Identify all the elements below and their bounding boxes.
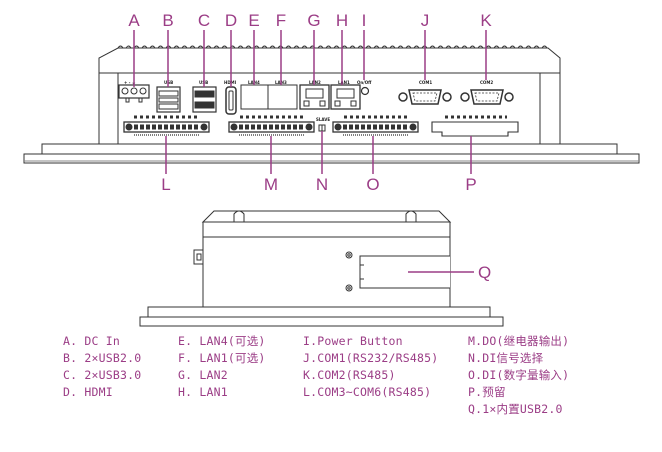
di-input-terminal	[332, 115, 419, 136]
legend-item-i: I.Power Button	[303, 334, 403, 348]
callout-k: K	[480, 11, 492, 30]
di-select-switch	[318, 124, 326, 132]
legend-column-3: I.Power Button J.COM1(RS232/RS485) K.COM…	[303, 333, 438, 401]
legend-item-l: L.COM3~COM6(RS485)	[303, 385, 432, 399]
legend-item-b: B. 2×USB2.0	[63, 351, 142, 365]
legend-item-k: K.COM2(RS485)	[303, 368, 396, 382]
legend-item-a: A. DC In	[63, 334, 120, 348]
callout-d: D	[225, 11, 237, 30]
legend-item-e: E. LAN4(可选)	[178, 334, 266, 348]
com2-label: COM2	[480, 80, 493, 85]
legend-item-o: O.DI(数字量输入)	[468, 368, 570, 382]
com3-com6-terminal	[123, 115, 210, 136]
callout-a: A	[128, 11, 140, 30]
dc-polarity-label: + - ⏚	[124, 79, 136, 85]
legend-item-g: G. LAN2	[178, 368, 228, 382]
rear-panel-view	[23, 45, 640, 164]
com1-label: COM1	[419, 80, 432, 85]
optional-lan-ports	[240, 84, 298, 110]
lan1-port	[330, 84, 361, 110]
legend-item-c: C. 2×USB3.0	[63, 368, 142, 382]
callout-m: M	[264, 175, 278, 194]
com1-db9-port	[398, 89, 452, 105]
legend-item-n: N.DI信号选择	[468, 351, 544, 365]
side-view	[139, 210, 504, 327]
legend-column-1: A. DC In B. 2×USB2.0 C. 2×USB3.0 D. HDMI	[63, 333, 141, 401]
callout-o: O	[366, 175, 379, 194]
callout-j: J	[421, 11, 430, 30]
legend-item-f: F. LAN1(可选)	[178, 351, 266, 365]
di-select-label: SLAVE	[316, 117, 330, 122]
legend-item-j: J.COM1(RS232/RS485)	[303, 351, 439, 365]
callout-l: L	[161, 175, 170, 194]
lan2-port	[299, 84, 330, 110]
usb2-port-stack	[156, 86, 181, 113]
dc-in-port	[118, 84, 150, 103]
lan1-label: LAN1	[338, 80, 350, 85]
internal-usb-cover	[359, 255, 450, 289]
bezel-bottom	[23, 153, 640, 164]
reserved-connector	[431, 115, 519, 137]
legend: A. DC In B. 2×USB2.0 C. 2×USB3.0 D. HDMI…	[0, 333, 662, 443]
power-label: On/Off	[357, 80, 372, 85]
do-relay-terminal	[228, 115, 315, 136]
power-button	[360, 86, 370, 96]
callout-n: N	[316, 175, 328, 194]
legend-item-m: M.DO(继电器输出)	[468, 334, 570, 348]
legend-item-p: P.预留	[468, 385, 506, 399]
legend-item-d: D. HDMI	[63, 385, 113, 399]
bezel-top	[41, 143, 618, 155]
hdmi-port	[225, 86, 237, 115]
callout-c: C	[198, 11, 210, 30]
callout-h: H	[336, 11, 348, 30]
legend-column-4: M.DO(继电器输出) N.DI信号选择 O.DI(数字量输入) P.预留 Q.…	[468, 333, 569, 418]
side-bezel-top	[147, 306, 491, 318]
callout-p: P	[465, 175, 476, 194]
legend-item-q: Q.1×内置USB2.0	[468, 402, 563, 416]
callout-q: Q	[478, 263, 491, 282]
callout-g: G	[307, 11, 320, 30]
side-bezel-bottom	[139, 316, 504, 327]
legend-column-2: E. LAN4(可选) F. LAN1(可选) G. LAN2 H. LAN1	[178, 333, 266, 401]
callout-i: I	[362, 11, 367, 30]
callout-b: B	[162, 11, 173, 30]
legend-item-h: H. LAN1	[178, 385, 228, 399]
usb3-port-stack	[192, 86, 217, 113]
callout-lines	[133, 30, 487, 273]
callout-e: E	[248, 11, 259, 30]
com2-db9-port	[460, 89, 514, 105]
callout-f: F	[276, 11, 286, 30]
lan2-label: LAN2	[309, 80, 321, 85]
